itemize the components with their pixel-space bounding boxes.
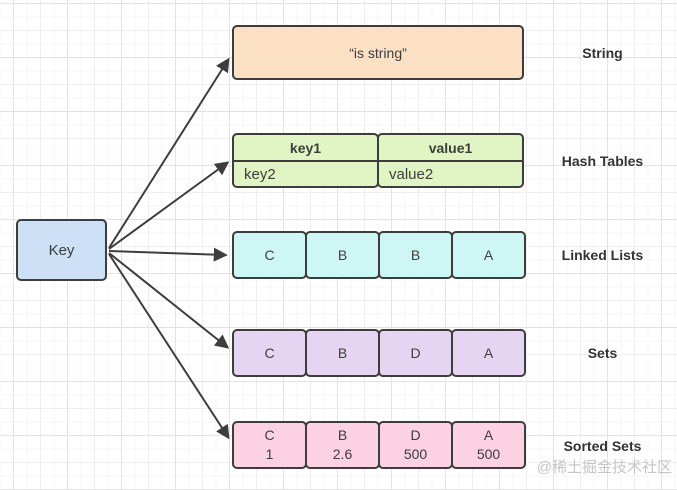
arrow-key-to-string <box>108 57 230 249</box>
cell-score: 1 <box>265 446 274 462</box>
hash-column-key[interactable]: key1 key2 <box>232 133 379 188</box>
sorted-set-cell[interactable]: B 2.6 <box>305 421 380 469</box>
arrow-key-to-hash <box>108 161 230 250</box>
cell-value: D <box>410 344 421 361</box>
sorted-set-cell[interactable]: A 500 <box>451 421 526 469</box>
cell-member: A <box>483 427 494 443</box>
cell-value: C <box>264 246 275 263</box>
label-hash-tables: Hash Tables <box>561 153 644 169</box>
key-label: Key <box>48 241 75 259</box>
string-value: “is string” <box>349 44 407 61</box>
label-sets: Sets <box>587 345 618 361</box>
sorted-set-cell[interactable]: D 500 <box>378 421 453 469</box>
label-sorted-sets: Sorted Sets <box>563 438 642 454</box>
set-cell[interactable]: A <box>451 329 526 377</box>
set-cell[interactable]: D <box>378 329 453 377</box>
set-cell[interactable]: B <box>305 329 380 377</box>
arrow-key-to-sets <box>108 252 230 349</box>
cell-score: 500 <box>476 446 501 462</box>
linked-list-cell[interactable]: A <box>451 231 526 279</box>
cell-member: B <box>337 427 348 443</box>
sorted-set-cell[interactable]: C 1 <box>232 421 307 469</box>
linked-list-cell[interactable]: C <box>232 231 307 279</box>
watermark: @稀土掘金技术社区 <box>536 459 672 476</box>
label-linked-lists: Linked Lists <box>561 247 644 263</box>
string-node[interactable]: “is string” <box>232 25 524 80</box>
hash-header-value1: value1 <box>379 135 522 162</box>
cell-value: A <box>483 246 494 263</box>
cell-score: 500 <box>403 446 428 462</box>
key-node[interactable]: Key <box>16 219 107 281</box>
linked-list-cell[interactable]: B <box>305 231 380 279</box>
label-string: String <box>582 45 623 61</box>
arrow-key-to-linked <box>108 247 228 262</box>
cell-value: B <box>337 246 348 263</box>
cell-member: D <box>410 427 421 443</box>
hash-header-key1: key1 <box>234 135 377 162</box>
hash-column-value[interactable]: value1 value2 <box>377 133 524 188</box>
cell-member: C <box>264 427 275 443</box>
set-cell[interactable]: C <box>232 329 307 377</box>
cell-score: 2.6 <box>332 446 353 462</box>
hash-cell-key2: key2 <box>244 165 276 183</box>
cell-value: C <box>264 344 275 361</box>
cell-value: B <box>410 246 421 263</box>
cell-value: A <box>483 344 494 361</box>
cell-value: B <box>337 344 348 361</box>
hash-cell-value2: value2 <box>389 165 434 183</box>
linked-list-cell[interactable]: B <box>378 231 453 279</box>
arrow-key-to-sorted <box>108 253 230 440</box>
